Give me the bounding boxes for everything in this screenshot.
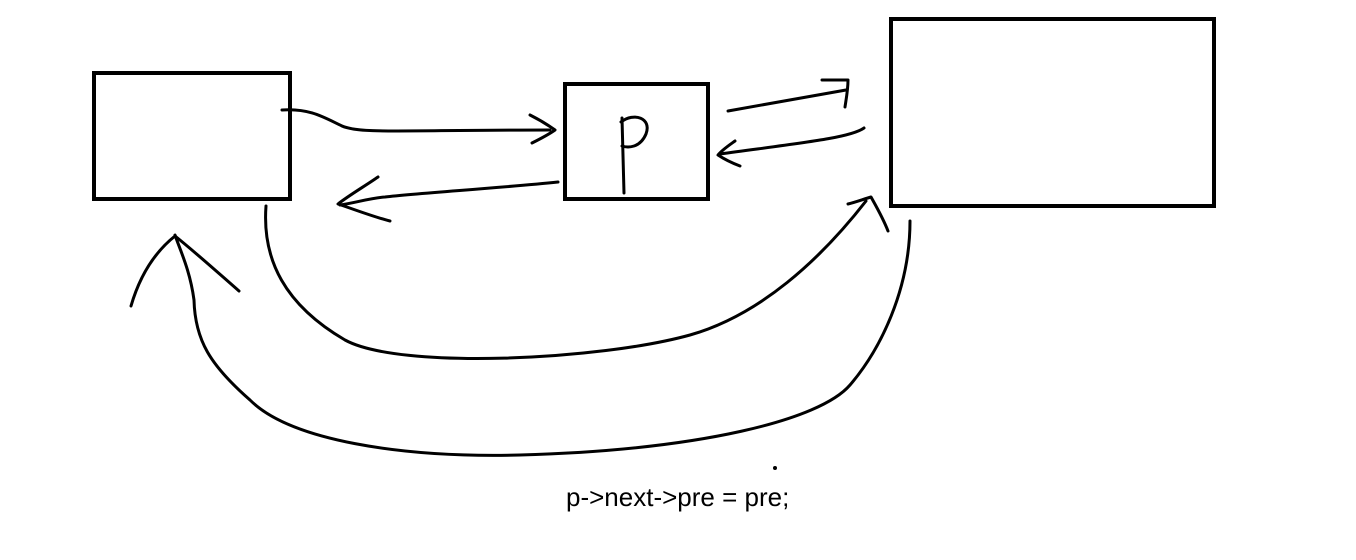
arrowhead-pre-to-p: [528, 113, 557, 145]
arrowhead-curve-next-to-pre: [129, 234, 241, 308]
arrow-p-to-pre: [338, 180, 560, 207]
curve-pre-to-next: [264, 199, 868, 360]
arrowhead-p-to-next: [820, 78, 850, 109]
arrow-p-to-next: [726, 88, 848, 113]
stray-dot: [773, 466, 777, 470]
arrow-next-to-p: [718, 126, 866, 156]
node-p-label: [619, 115, 649, 195]
node-p-box: [563, 82, 710, 201]
arrowhead-p-to-pre: [336, 175, 392, 223]
caption-code: p->next->pre = pre;: [566, 482, 790, 512]
node-pre-box: [92, 71, 292, 201]
curve-next-to-pre: [173, 219, 912, 457]
node-next-box: [889, 17, 1216, 208]
arrowhead-next-to-p: [716, 139, 742, 168]
arrow-pre-to-p: [280, 108, 552, 133]
arrowhead-curve-pre-to-next: [846, 195, 890, 233]
